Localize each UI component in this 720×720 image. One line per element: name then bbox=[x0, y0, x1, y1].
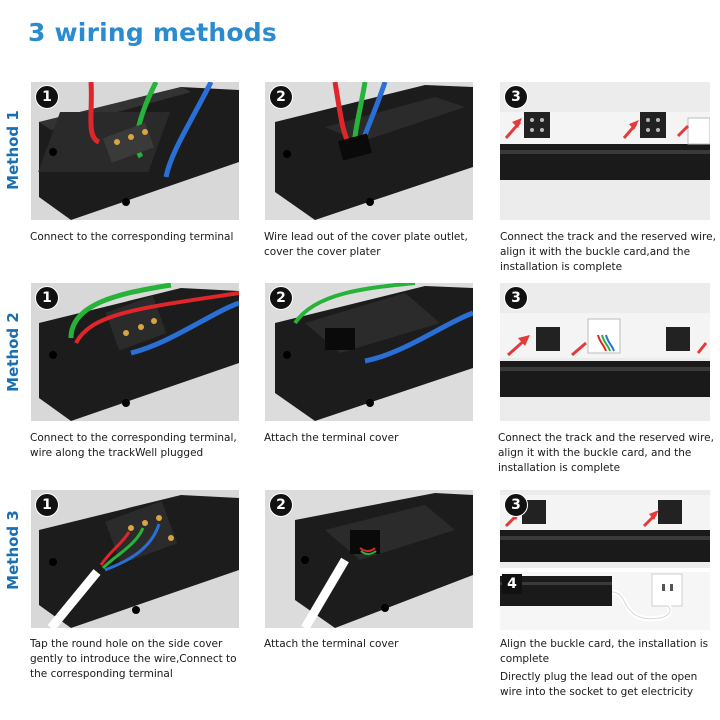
step-3-badge: 3 bbox=[504, 286, 528, 310]
step-4-badge: 4 bbox=[502, 574, 522, 594]
method-1-step-1-caption: Connect to the corresponding terminal bbox=[30, 231, 234, 243]
socket-plug-illustration bbox=[500, 572, 710, 630]
step-3-badge: 3 bbox=[504, 493, 528, 517]
terminal-box-wiring-illustration bbox=[31, 82, 239, 220]
step-2-badge: 2 bbox=[269, 85, 293, 109]
method-3-step-3-caption: Align the buckle card, the installation … bbox=[500, 638, 709, 665]
step-1-badge: 1 bbox=[35, 493, 59, 517]
terminal-cover-illustration bbox=[265, 82, 473, 220]
method-1-step-3-caption: Connect the track and the reserved wire,… bbox=[500, 231, 716, 273]
method-2-step-3-caption: Connect the track and the reserved wire,… bbox=[498, 432, 714, 474]
method-1-step-2-caption: Wire lead out of the cover plate outlet,… bbox=[264, 231, 468, 258]
terminal-cover-side-hole-illustration bbox=[265, 490, 473, 628]
method-3-step-2-photo: 2 bbox=[265, 490, 473, 628]
step-2-badge: 2 bbox=[269, 286, 293, 310]
page-title: 3 wiring methods bbox=[28, 18, 277, 47]
method-2-step-2-photo: 2 bbox=[265, 283, 473, 421]
method-2-step-3-photo: 3 bbox=[500, 283, 710, 421]
method-3-step-1-caption: Tap the round hole on the side cover gen… bbox=[30, 638, 237, 680]
track-installation-illustration bbox=[500, 490, 710, 568]
method-3-step-4-caption: Directly plug the lead out of the open w… bbox=[500, 671, 698, 698]
terminal-box-side-hole-illustration bbox=[31, 490, 239, 628]
method-1-label: Method 1 bbox=[4, 110, 22, 190]
method-3-label: Method 3 bbox=[4, 510, 22, 590]
terminal-cover-illustration bbox=[265, 283, 473, 421]
track-installation-illustration bbox=[500, 283, 710, 421]
step-3-badge: 3 bbox=[504, 85, 528, 109]
method-1-step-3-photo: 3 bbox=[500, 82, 710, 220]
method-1-step-2-photo: 2 bbox=[265, 82, 473, 220]
step-1-badge: 1 bbox=[35, 286, 59, 310]
method-3-step-2-caption: Attach the terminal cover bbox=[264, 638, 399, 650]
method-2-step-1-caption: Connect to the corresponding terminal, w… bbox=[30, 432, 237, 459]
method-2-label: Method 2 bbox=[4, 312, 22, 392]
track-installation-illustration bbox=[500, 82, 710, 220]
step-1-badge: 1 bbox=[35, 85, 59, 109]
method-2-step-2-caption: Attach the terminal cover bbox=[264, 432, 399, 444]
method-3-step-1-photo: 1 bbox=[31, 490, 239, 628]
step-2-badge: 2 bbox=[269, 493, 293, 517]
method-3-step-4-photo: 4 bbox=[500, 572, 710, 630]
terminal-box-wiring-illustration bbox=[31, 283, 239, 421]
method-2-step-1-photo: 1 bbox=[31, 283, 239, 421]
method-1-step-1-photo: 1 bbox=[31, 82, 239, 220]
method-3-step-3-photo: 3 bbox=[500, 490, 710, 568]
